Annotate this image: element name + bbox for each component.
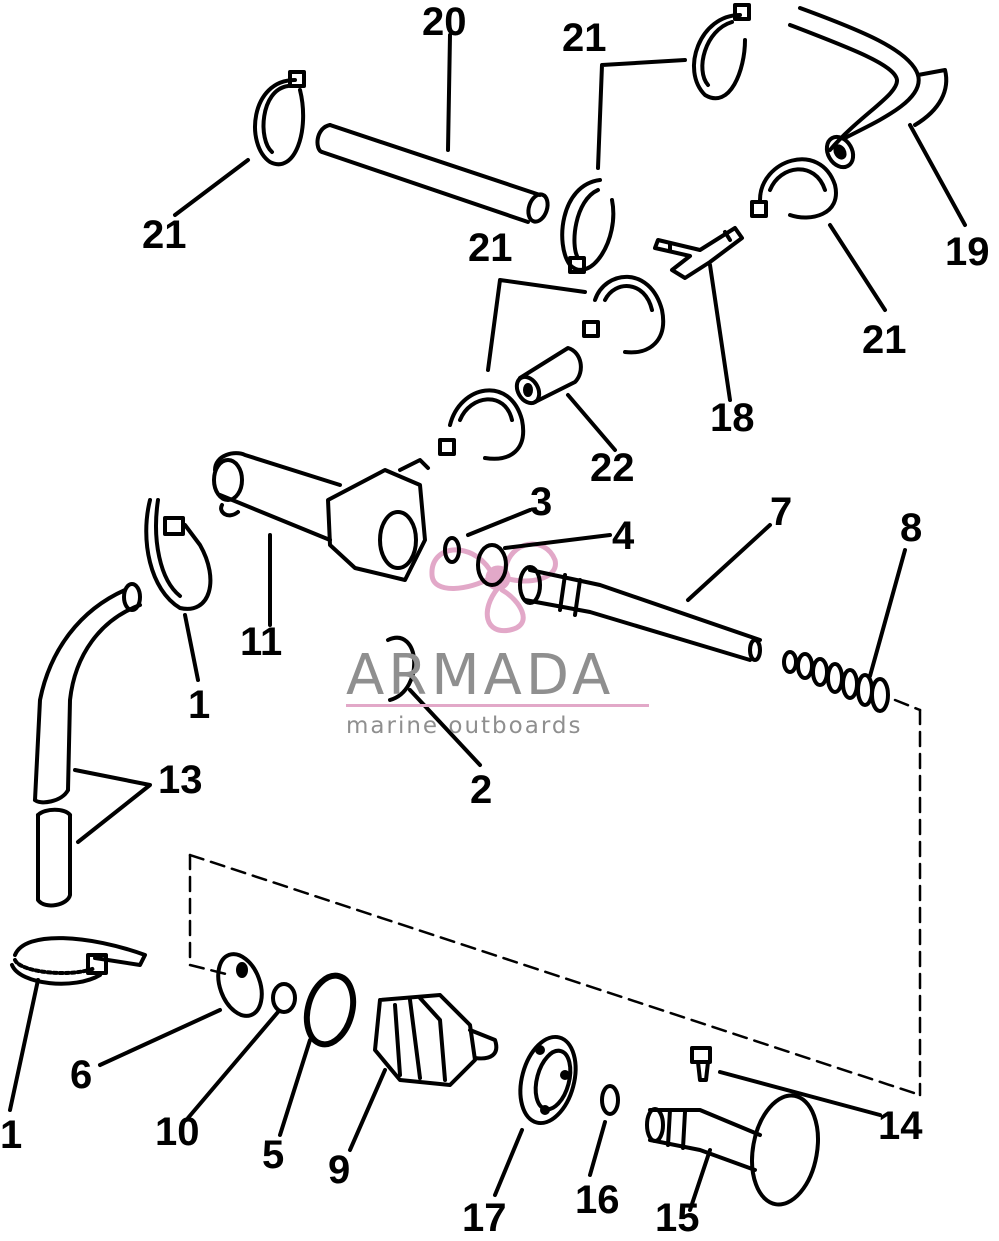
callout-17: 17 (462, 1196, 507, 1240)
part-14-screw (690, 1046, 712, 1082)
part-5-gasket (303, 972, 357, 1048)
part-2-retaining-ring (386, 635, 417, 702)
callout-6: 6 (70, 1053, 93, 1097)
part-21-clamp-right (750, 157, 838, 220)
leader-21-left (173, 158, 250, 217)
callout-16: 16 (575, 1178, 620, 1222)
callout-13: 13 (158, 758, 203, 802)
part-9-fitting (373, 993, 499, 1087)
leader-1-lower (8, 978, 40, 1112)
leader-15 (688, 1148, 712, 1212)
part-18-tee-fitting (653, 226, 744, 280)
callout-15: 15 (655, 1196, 700, 1240)
part-17-seat (518, 1034, 578, 1126)
callout-21-right: 21 (862, 318, 907, 362)
leader-18 (708, 263, 732, 402)
part-3-o-ring (443, 536, 461, 564)
leader-6 (98, 1008, 222, 1067)
part-6-washer (216, 952, 264, 1018)
leader-17 (493, 1128, 524, 1197)
leader-20 (446, 33, 452, 152)
callout-5: 5 (262, 1133, 285, 1177)
part-20-straight-hose (315, 123, 550, 224)
leader-13 (73, 768, 152, 844)
callout-19: 19 (945, 230, 990, 274)
leader-10 (186, 1010, 280, 1120)
leader-22 (566, 393, 617, 452)
watermark-rule (346, 704, 649, 707)
part-21-clamp-left (253, 70, 306, 167)
leader-2 (408, 688, 482, 767)
callout-8: 8 (900, 506, 923, 550)
callout-18: 18 (710, 396, 755, 440)
part-21-clamp-lower (438, 388, 526, 461)
callout-4: 4 (612, 514, 635, 558)
callout-22: 22 (590, 446, 635, 490)
leader-4 (503, 533, 612, 550)
part-21-clamp-top (692, 3, 751, 101)
callout-9: 9 (328, 1148, 351, 1192)
callout-1-upper: 1 (188, 683, 211, 727)
assembly-dashed-lines (188, 698, 922, 1097)
leader-19 (908, 123, 967, 227)
leader-9 (348, 1068, 387, 1152)
leader-3 (466, 508, 532, 537)
leader-21-right (828, 223, 887, 312)
leader-1-upper (183, 613, 200, 682)
callout-14: 14 (878, 1104, 923, 1148)
callout-20: 20 (422, 0, 467, 44)
part-10-o-ring (271, 982, 297, 1014)
part-19-bent-hose (788, 6, 949, 170)
leader-21-center (486, 278, 587, 372)
watermark-brand: ARMADA (346, 643, 615, 708)
callout-11: 11 (240, 620, 283, 664)
callout-21-left: 21 (142, 213, 187, 257)
watermark-tagline: marine outboards (346, 713, 583, 739)
part-7-shaft (518, 565, 762, 662)
callout-3: 3 (530, 480, 553, 524)
part-11-housing (212, 451, 430, 582)
callout-21-center: 21 (468, 226, 513, 270)
leader-14 (718, 1070, 882, 1117)
leader-5 (278, 1038, 312, 1137)
leader-7 (686, 523, 772, 602)
part-21-clamp-mid (560, 178, 616, 274)
part-1-clamp-lower (10, 936, 147, 986)
callout-21-top: 21 (562, 16, 607, 60)
part-16-o-ring (600, 1084, 620, 1116)
part-13-hose (33, 582, 142, 908)
leader-16 (588, 1120, 607, 1177)
callout-7: 7 (770, 490, 793, 534)
callout-10: 10 (155, 1110, 200, 1154)
part-21-clamp-center (582, 274, 666, 355)
part-22-sleeve (514, 346, 583, 406)
leader-21-top (596, 58, 687, 170)
part-1-clamp-upper (144, 498, 213, 611)
leader-8 (868, 548, 907, 678)
callout-2: 2 (470, 768, 493, 812)
callout-1-lower: 1 (0, 1113, 23, 1157)
part-4-washer (476, 543, 508, 587)
propeller-logo-icon (429, 541, 558, 634)
part-15-knob (645, 1093, 820, 1207)
part-8-spring (782, 650, 890, 713)
